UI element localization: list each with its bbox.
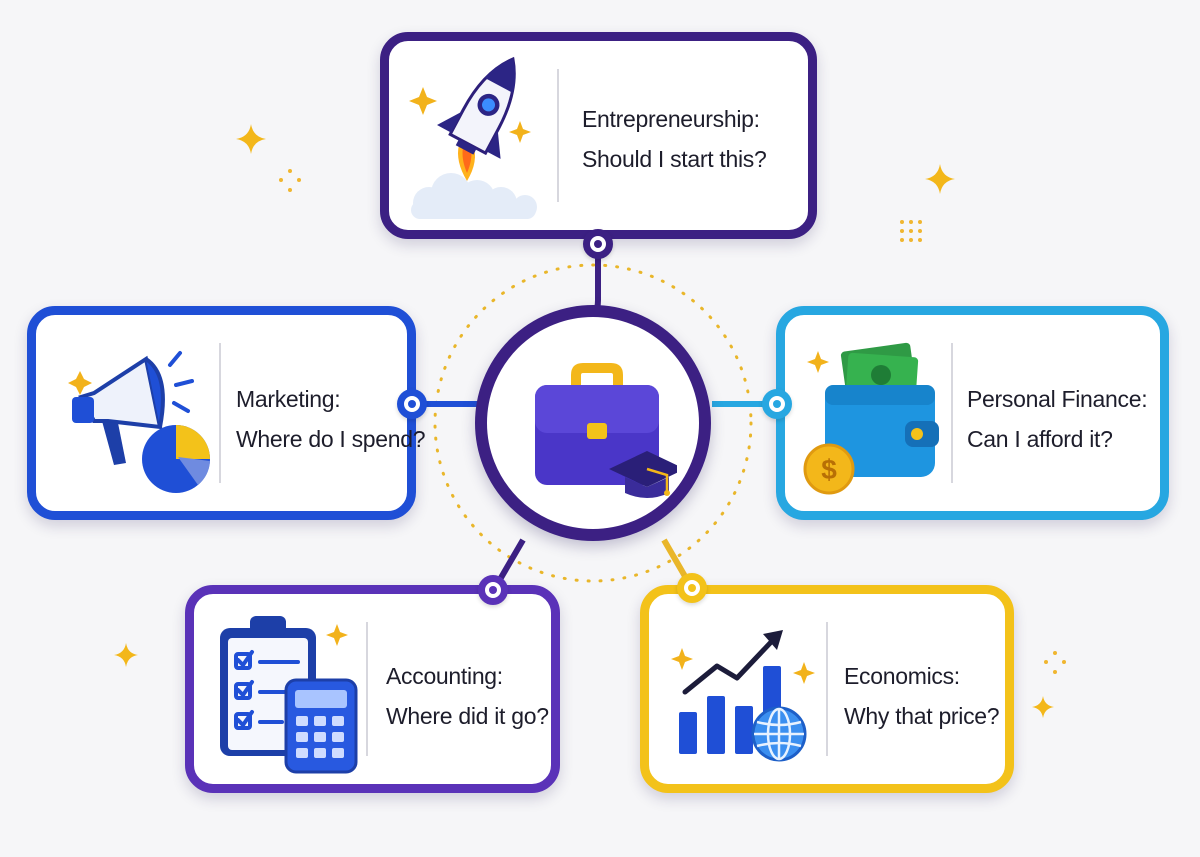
sparkle-icon (925, 164, 955, 194)
card-accounting-question: Where did it go? (386, 703, 549, 729)
sparkle-icon (114, 643, 138, 667)
card-entrepreneurship-question: Should I start this? (582, 146, 767, 172)
node-economics (677, 573, 707, 603)
node-accounting (478, 575, 508, 605)
sparkle-dots-icon (1044, 651, 1066, 674)
growth-chart-globe-icon (671, 630, 815, 762)
center-hub[interactable] (475, 305, 711, 541)
card-marketing[interactable]: Marketing: Where do I spend? (27, 306, 426, 520)
sparkle-icon (1032, 696, 1054, 718)
rocket-icon (409, 56, 537, 219)
card-economics-title: Economics: (844, 663, 960, 689)
card-economics-question: Why that price? (844, 703, 1000, 729)
card-personal-finance[interactable]: $ Personal Finance: Can I afford it? (776, 306, 1169, 520)
card-accounting-title: Accounting: (386, 663, 503, 689)
node-personal-finance (762, 389, 792, 419)
card-accounting[interactable]: Accounting: Where did it go? (185, 585, 560, 793)
dotted-orbit-ring (433, 263, 753, 583)
card-economics[interactable]: Economics: Why that price? (640, 585, 1014, 793)
card-entrepreneurship-title: Entrepreneurship: (582, 106, 760, 132)
sparkle-icon (236, 124, 266, 154)
wallet-cash-icon: $ (803, 342, 939, 495)
clipboard-calculator-icon (220, 616, 358, 774)
card-personal-finance-title: Personal Finance: (967, 386, 1148, 412)
sparkle-dots-icon (900, 220, 922, 242)
megaphone-pie-chart-icon (68, 351, 210, 493)
svg-text:$: $ (821, 454, 837, 485)
card-marketing-title: Marketing: (236, 386, 341, 412)
card-marketing-question: Where do I spend? (236, 426, 426, 452)
node-entrepreneurship (583, 229, 613, 259)
card-entrepreneurship[interactable]: Entrepreneurship: Should I start this? (380, 32, 817, 239)
sparkle-dots-icon (279, 169, 301, 192)
node-marketing (397, 389, 427, 419)
briefcase-graduation-cap-icon (535, 363, 677, 498)
card-personal-finance-question: Can I afford it? (967, 426, 1113, 452)
